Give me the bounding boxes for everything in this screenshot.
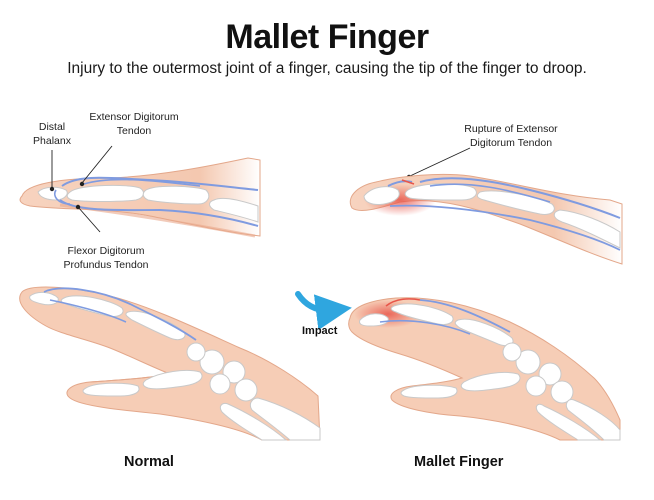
page-subtitle: Injury to the outermost joint of a finge… (67, 60, 587, 77)
label-impact: Impact (302, 325, 338, 337)
label-line: Tendon (116, 125, 152, 137)
caption-mallet-finger: Mallet Finger (414, 454, 504, 470)
mallet-finger-closeup (349, 173, 623, 265)
label-line: Profundus Tendon (63, 259, 149, 271)
impact-arrow (295, 291, 352, 331)
label-distal-phalanx: Distal Phalanx (30, 120, 74, 148)
normal-finger-closeup (19, 157, 261, 238)
normal-hand (19, 286, 321, 441)
label-line: Rupture of Extensor (464, 123, 558, 135)
label-line: Phalanx (33, 135, 71, 147)
leader-lines (49, 145, 471, 233)
label-line: Flexor Digitorum (67, 245, 145, 257)
label-extensor-tendon: Extensor Digitorum Tendon (72, 110, 196, 138)
label-rupture: Rupture of Extensor Digitorum Tendon (446, 122, 576, 150)
page-title: Mallet Finger (225, 18, 429, 56)
label-line: Distal (38, 121, 66, 133)
mallet-hand (348, 297, 621, 441)
label-line: Extensor Digitorum (89, 111, 179, 123)
caption-normal: Normal (124, 454, 174, 470)
label-flexor-tendon: Flexor Digitorum Profundus Tendon (44, 244, 168, 272)
label-line: Digitorum Tendon (469, 137, 553, 149)
